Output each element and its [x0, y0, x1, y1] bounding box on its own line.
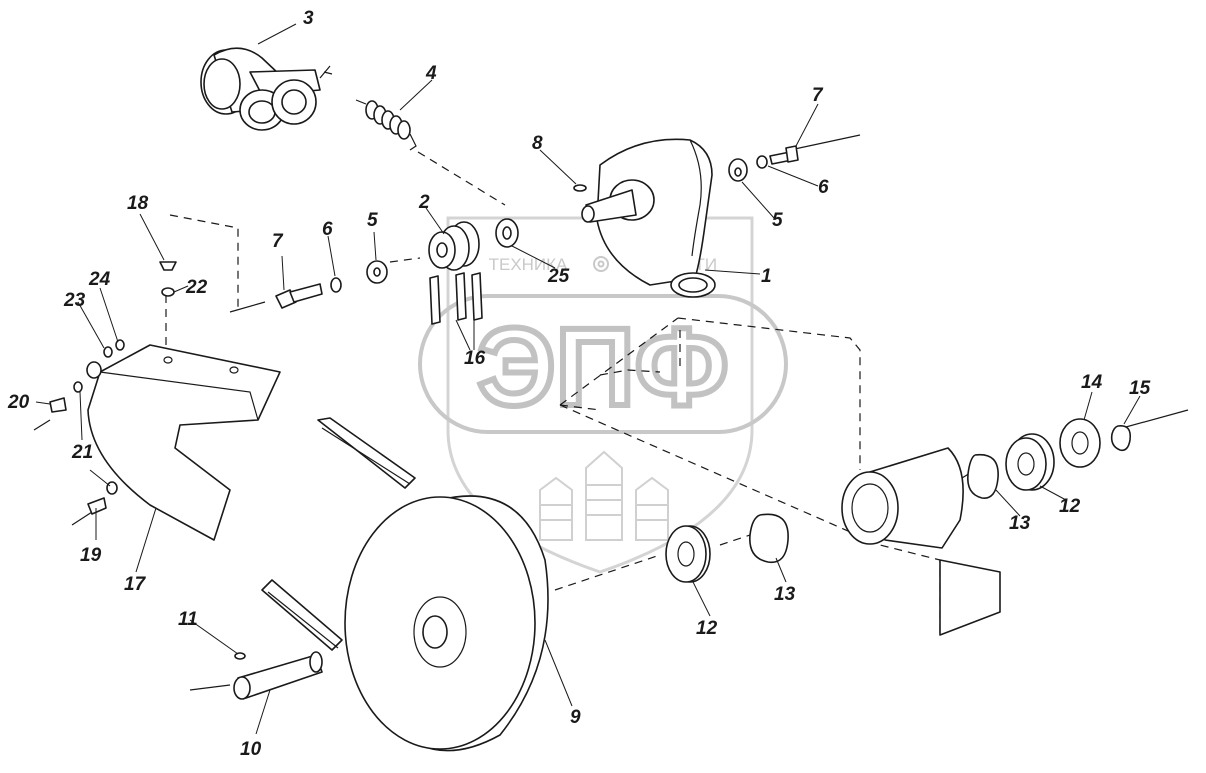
callout-7-right: 7 [812, 85, 824, 106]
callout-5-left: 5 [367, 210, 378, 231]
leader-lines [35, 23, 1141, 735]
watermark-logo-letters: ЭПФ [477, 306, 728, 429]
watermark-wheat-icon [539, 450, 669, 541]
callout-8: 8 [532, 133, 543, 154]
callout-17: 17 [124, 574, 147, 595]
watermark-brand-left: ТЕХНИКА [489, 255, 568, 274]
callout-13-right: 13 [1009, 513, 1031, 534]
part-20-bolt [49, 397, 67, 413]
part-1-housing-arm [581, 138, 716, 298]
part-9-large-pulley [344, 495, 549, 752]
callout-labels: 1 2 3 4 5 5 6 6 7 7 8 9 10 11 12 12 13 1… [7, 8, 1151, 760]
part-2-double-pulley [428, 221, 480, 271]
part-16-v-belts [317, 272, 483, 489]
watermark-logo-frame [418, 294, 788, 434]
watermark-shield [446, 216, 754, 574]
part-12-bearing-right [1005, 433, 1055, 491]
part-6-lock-washer-right [756, 155, 768, 169]
callout-2: 2 [418, 192, 430, 213]
callout-13-lower: 13 [774, 584, 796, 605]
callout-19: 19 [80, 545, 102, 566]
part-4-spring [355, 99, 417, 151]
callout-12-lower: 12 [696, 618, 718, 639]
callout-21: 21 [71, 442, 93, 463]
part-22-nut [161, 287, 175, 297]
part-7-bolt-left [275, 283, 323, 309]
part-5-washer-right [728, 158, 748, 182]
callout-14: 14 [1081, 372, 1103, 393]
part-13-circlip-right [966, 453, 999, 499]
watermark-gear-icon [593, 256, 609, 272]
part-11-key [234, 652, 246, 660]
callout-22: 22 [185, 277, 208, 298]
part-25-washer [495, 218, 519, 248]
part-10-shaft [233, 651, 323, 700]
part-19-bolt [87, 497, 107, 515]
part-16-v-belt-lower [261, 579, 343, 651]
part-14-washer [1059, 418, 1101, 468]
part-15-circlip [1110, 424, 1132, 452]
callout-5-right: 5 [772, 210, 783, 231]
callout-24: 24 [88, 269, 111, 290]
callout-4: 4 [425, 63, 437, 84]
part-21-spacer [106, 481, 118, 495]
part-21-washer [73, 381, 83, 393]
callout-1: 1 [761, 266, 772, 287]
part-7-bolt-right [769, 145, 799, 165]
assembly-guide-lines [33, 134, 1189, 691]
part-17-belt-guard [87, 344, 281, 541]
callout-16: 16 [464, 348, 486, 369]
callout-25: 25 [547, 266, 570, 287]
part-24-washer [115, 339, 125, 351]
part-6-lock-washer-left [330, 277, 342, 293]
part-12-bearing-lower [665, 525, 711, 583]
callout-3: 3 [303, 8, 314, 29]
callout-12-right: 12 [1059, 496, 1081, 517]
callout-15: 15 [1129, 378, 1151, 399]
bearing-housing [841, 447, 1001, 636]
part-18-bolt [159, 261, 177, 271]
callout-9: 9 [570, 707, 581, 728]
callout-23: 23 [63, 290, 86, 311]
part-23-bushing [86, 361, 102, 379]
part-8-key [573, 184, 587, 192]
part-5-washer-left [366, 260, 388, 284]
part-23-washer [103, 346, 113, 358]
part-3-tensioner-assembly [200, 47, 333, 131]
part-13-circlip-lower [749, 513, 789, 564]
callout-7-left: 7 [272, 231, 284, 252]
callout-10: 10 [240, 739, 262, 760]
callout-6-right: 6 [818, 177, 829, 198]
callout-18: 18 [127, 193, 149, 214]
callout-6-left: 6 [322, 219, 333, 240]
callout-20: 20 [7, 392, 30, 413]
callout-11: 11 [178, 609, 198, 630]
